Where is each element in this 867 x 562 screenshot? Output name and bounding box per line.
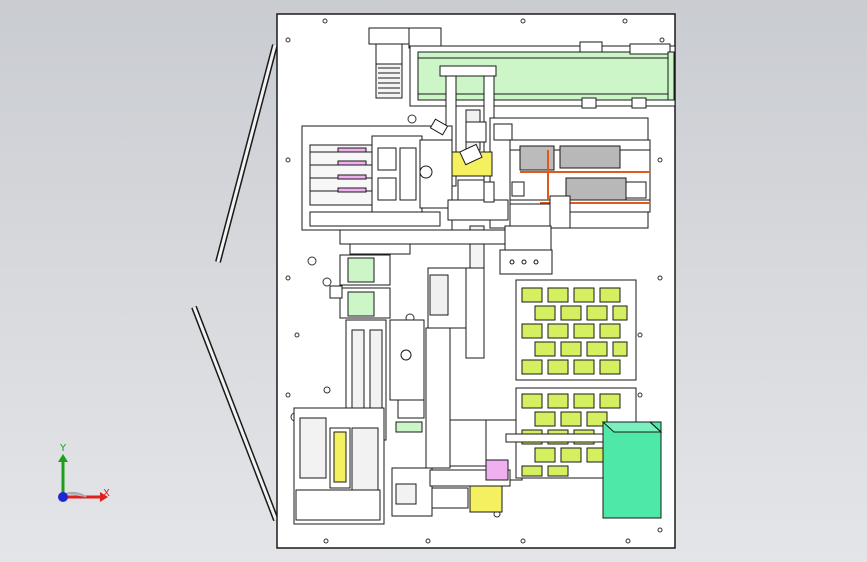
mounting-holes: [285, 18, 665, 544]
top-motor-unit: [368, 27, 442, 99]
y-axis-label: Y: [59, 443, 67, 454]
z-axis-icon: [58, 492, 68, 502]
left-green-units: [329, 254, 391, 319]
upper-right-mechanism: [489, 117, 651, 229]
tray-upper: [515, 279, 637, 381]
vertical-linear-module: [345, 319, 425, 441]
middle-gantry-beam: [339, 225, 553, 275]
left-rod-upper: [215, 44, 278, 263]
bottom-left-assembly: [293, 407, 433, 525]
top-conveyor: [409, 41, 676, 109]
left-rod-lower: [191, 305, 279, 522]
green-cover-box: [601, 421, 663, 519]
x-axis-label: X: [103, 488, 110, 499]
center-column: [425, 267, 523, 481]
axis-triad: X Y: [58, 443, 110, 502]
central-pick-head: [429, 118, 525, 221]
left-feeder-module: [301, 125, 453, 231]
bottom-center-blocks: [395, 421, 511, 513]
